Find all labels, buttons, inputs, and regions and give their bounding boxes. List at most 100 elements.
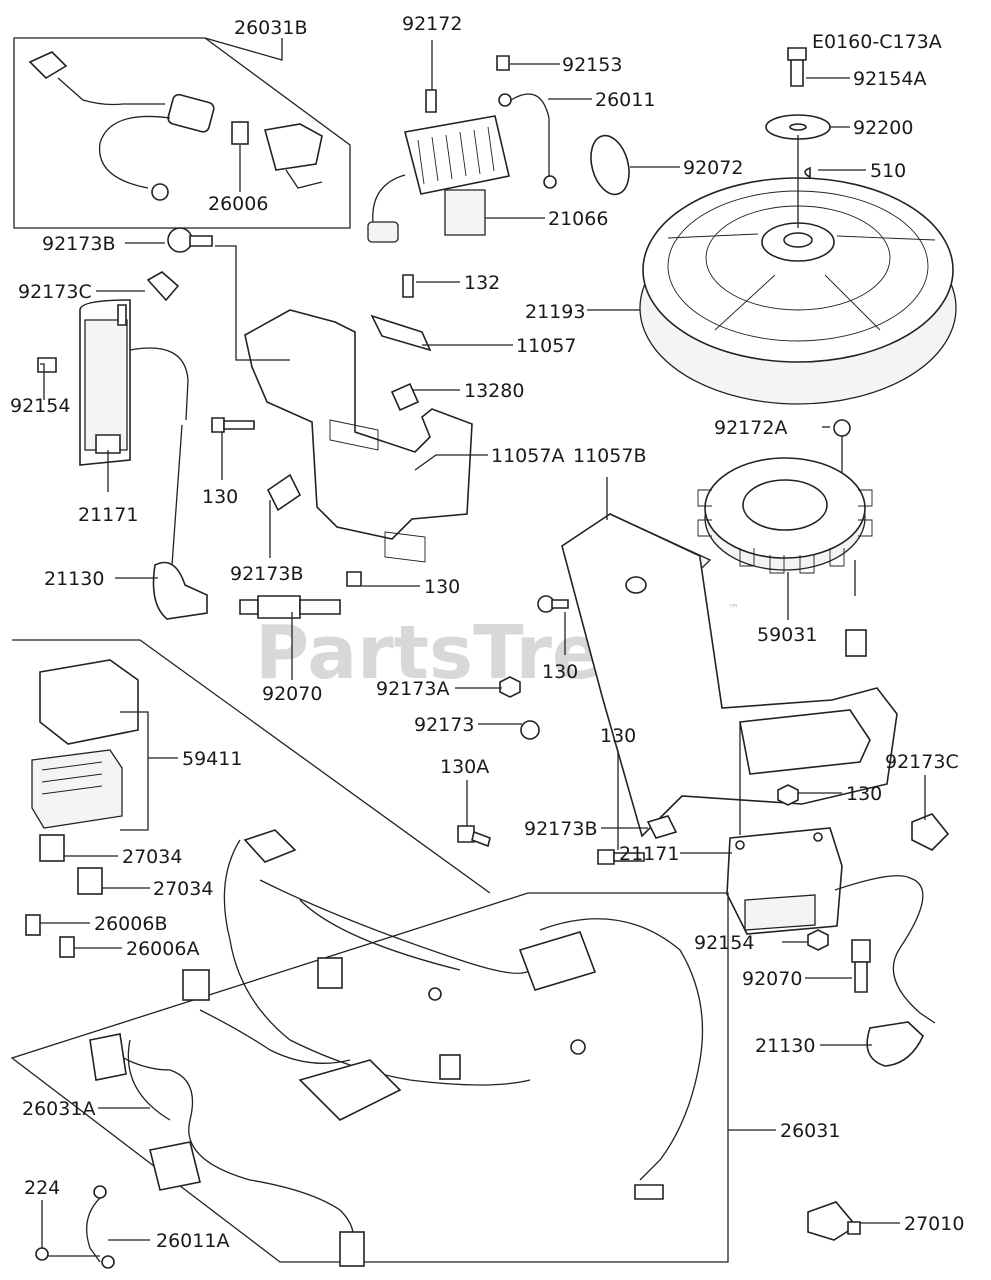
plug-cap-21130-left	[152, 561, 208, 620]
callout-26031A: 26031A	[22, 1098, 95, 1120]
relay-27034-a	[39, 834, 65, 862]
callout-130A: 130A	[440, 756, 489, 778]
callout-92070-left: 92070	[262, 683, 322, 705]
callout-21130-left: 21130	[44, 568, 104, 590]
bolt-92172	[425, 89, 437, 113]
ground-cable-26011A	[86, 1185, 115, 1269]
callout-21171-right: 21171	[619, 843, 679, 865]
callout-92173B-top: 92173B	[42, 233, 115, 255]
callout-59031: 59031	[757, 624, 817, 646]
callout-92173: 92173	[414, 714, 474, 736]
band-92072	[590, 134, 630, 196]
fuse-box-59411	[31, 659, 139, 829]
clip-92173	[520, 720, 540, 740]
spark-plug-92070-left	[239, 595, 341, 619]
callout-92072: 92072	[683, 157, 743, 179]
callout-130-right: 130	[846, 783, 882, 805]
callout-92154A: 92154A	[853, 68, 926, 90]
bolt-224	[35, 1247, 49, 1261]
bolt-92154A	[787, 47, 807, 87]
watermark-tm: ™	[728, 602, 739, 615]
callout-92173B-mid: 92173B	[524, 818, 597, 840]
lead-26011	[498, 93, 557, 189]
callout-92153: 92153	[562, 54, 622, 76]
callout-130-bracket: 130	[600, 725, 636, 747]
regulator-21066	[367, 115, 510, 243]
callout-13280: 13280	[464, 380, 524, 402]
callout-21171-left: 21171	[78, 504, 138, 526]
callout-224: 224	[24, 1177, 60, 1199]
bolt-92153	[496, 55, 510, 71]
flywheel-21193	[639, 177, 957, 405]
bracket-11057	[370, 314, 432, 352]
bolt-130A	[457, 825, 491, 848]
group-box-26031B	[13, 37, 351, 229]
spark-plug-92070-right	[851, 939, 871, 993]
callout-11057A: 11057A	[491, 445, 564, 467]
fuse-26006A	[59, 936, 75, 958]
nut-92173A	[499, 676, 521, 698]
fuse-holder	[263, 123, 323, 189]
key-510	[804, 166, 811, 179]
callout-92154-left: 92154	[10, 395, 70, 417]
relay-27034-b	[77, 867, 103, 895]
main-harness-26031	[182, 829, 704, 1200]
bolt-92154-left	[37, 357, 57, 373]
leader-lines	[40, 37, 926, 1257]
ignition-coil-21171-right	[726, 827, 936, 1024]
callout-92173C-right: 92173C	[885, 751, 959, 773]
callout-26006B: 26006B	[94, 913, 167, 935]
clip-92173C-right	[911, 813, 950, 851]
clip-92173B-upper	[167, 227, 213, 253]
callout-26011: 26011	[595, 89, 655, 111]
battery-cable-26031B	[28, 51, 215, 201]
callout-510: 510	[870, 160, 906, 182]
bolt-130-mid	[537, 595, 569, 613]
bolt-130-upper	[211, 417, 255, 433]
callout-27034-b: 27034	[153, 878, 213, 900]
sensor-27010	[807, 1201, 861, 1241]
fuse-26006	[231, 121, 249, 145]
plug-cap-21130-right	[866, 1021, 924, 1067]
callout-92172A: 92172A	[714, 417, 787, 439]
callout-26031: 26031	[780, 1120, 840, 1142]
ignition-coil-21171-left	[79, 299, 189, 566]
callout-26011A: 26011A	[156, 1230, 229, 1252]
callout-11057B: 11057B	[573, 445, 646, 467]
bolt-130-lower	[346, 571, 362, 587]
callout-92070-right: 92070	[742, 968, 802, 990]
callout-26006: 26006	[208, 193, 268, 215]
bolt-132	[402, 274, 414, 298]
callout-132: 132	[464, 272, 500, 294]
callout-92173B-lower: 92173B	[230, 563, 303, 585]
callout-92173A: 92173A	[376, 678, 449, 700]
sub-harness-26031A	[89, 1033, 365, 1267]
clip-92173C-left	[146, 271, 180, 302]
callout-11057: 11057	[516, 335, 576, 357]
group-box-26031	[10, 639, 729, 1263]
fuse-26006B	[25, 914, 41, 936]
callout-21193: 21193	[525, 301, 585, 323]
bracket-11057B	[561, 513, 898, 838]
callout-130-upper: 130	[202, 486, 238, 508]
bolt-130-bracket	[597, 849, 645, 865]
connector-13280	[390, 382, 420, 412]
callout-26031B: 26031B	[234, 17, 307, 39]
callout-21066: 21066	[548, 208, 608, 230]
callout-92200: 92200	[853, 117, 913, 139]
callout-92172: 92172	[402, 13, 462, 35]
callout-59411: 59411	[182, 748, 242, 770]
callout-130-mid: 130	[542, 661, 578, 683]
nut-130-right	[777, 784, 799, 806]
bracket-11057A	[244, 309, 473, 563]
stator-59031	[697, 457, 873, 657]
catalog-code: E0160-C173A	[812, 31, 942, 53]
clip-92173B-lower	[266, 473, 302, 512]
callout-21130-right: 21130	[755, 1035, 815, 1057]
callout-130-lower: 130	[424, 576, 460, 598]
callout-27034-a: 27034	[122, 846, 182, 868]
callout-92154-right: 92154	[694, 932, 754, 954]
bolt-92154-right	[807, 929, 829, 951]
